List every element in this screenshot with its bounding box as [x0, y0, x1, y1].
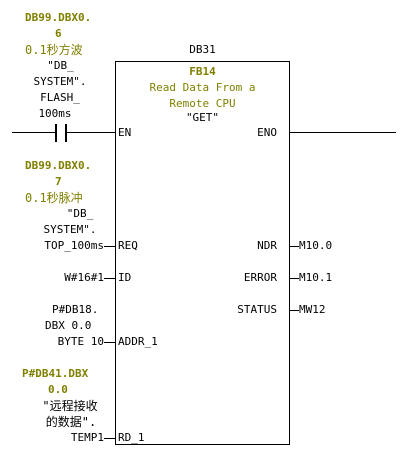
rd-address-line1: P#DB41.DBX [22, 367, 89, 380]
addr-line2: DBX 0.0 [45, 319, 92, 332]
contact-address-line2: 6 [55, 27, 62, 40]
contact-address-line1: DB99.DBX0. [25, 11, 92, 24]
block-name: FB14 [189, 65, 216, 78]
contact-left-bar[interactable] [55, 124, 57, 142]
pin-ndr: NDR [257, 239, 277, 252]
pin-eno: ENO [257, 126, 277, 139]
req-symbol-line3[interactable]: TOP_100ms [44, 239, 104, 252]
rung-line-left [12, 132, 55, 133]
ndr-wire [290, 246, 299, 247]
contact-symbol-line3: FLASH_ [40, 91, 80, 104]
req-address-line1: DB99.DBX0. [25, 159, 92, 172]
rd-symbol-line3[interactable]: TEMP1 [70, 431, 104, 444]
contact-symbol-line1: "DB_ [47, 59, 74, 72]
req-wire [104, 246, 115, 247]
block-title-line1: Read Data From a [149, 81, 256, 94]
rd-address-line2: 0.0 [48, 383, 68, 396]
contact-symbol-line2: SYSTEM". [33, 75, 87, 88]
contact-comment: 0.1秒方波 [25, 43, 83, 57]
contact-right-bar[interactable] [65, 124, 67, 142]
pin-error: ERROR [243, 271, 277, 284]
addr-wire [104, 342, 115, 343]
error-wire [290, 278, 299, 279]
pin-rd-1: RD_1 [118, 431, 145, 444]
rung-line-to-en [67, 132, 115, 133]
addr-line3[interactable]: BYTE 10 [57, 335, 104, 348]
block-symbol: "GET" [185, 111, 220, 124]
rung-line-eno [290, 132, 396, 133]
block-title-line2: Remote CPU [169, 97, 236, 110]
pin-status: STATUS [237, 303, 277, 316]
block-instance-db: DB31 [189, 43, 216, 56]
rd-symbol-line1: "远程接收 [42, 399, 98, 413]
addr-line1: P#DB18. [52, 303, 99, 316]
pin-req: REQ [118, 239, 138, 252]
req-address-line2: 7 [55, 175, 62, 188]
id-value[interactable]: W#16#1 [64, 271, 104, 284]
req-symbol-line1: "DB_ [66, 207, 94, 220]
output-ndr-value[interactable]: M10.0 [299, 239, 333, 252]
output-error-value[interactable]: M10.1 [299, 271, 333, 284]
rd-wire [104, 438, 115, 439]
req-symbol-line2: SYSTEM". [43, 223, 97, 236]
req-comment: 0.1秒脉冲 [25, 191, 83, 205]
pin-addr-1: ADDR_1 [118, 335, 158, 348]
status-wire [290, 310, 299, 311]
contact-symbol-line4: 100ms [38, 107, 72, 120]
output-status-value[interactable]: MW12 [299, 303, 326, 316]
id-wire [104, 278, 115, 279]
pin-en: EN [118, 126, 132, 139]
pin-id: ID [118, 271, 132, 284]
function-block-get[interactable] [115, 61, 290, 445]
rd-symbol-line2: 的数据". [45, 415, 97, 429]
